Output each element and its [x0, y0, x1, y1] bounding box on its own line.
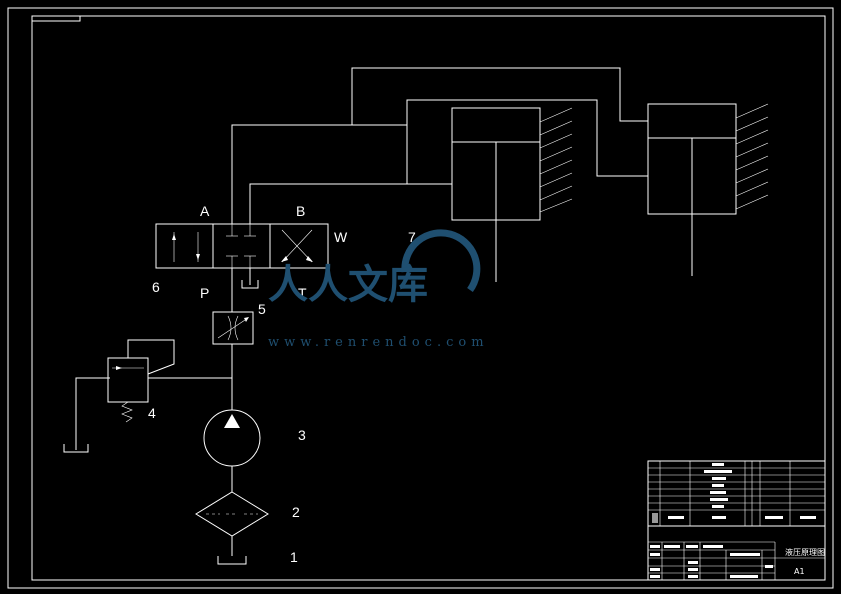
label-component-1: 1 [290, 549, 298, 565]
label-port-p: P [200, 285, 209, 301]
oil-filter [195, 491, 269, 556]
label-component-7: 7 [408, 229, 416, 245]
label-port-w: W [334, 229, 348, 245]
parts-list-entries [652, 463, 816, 523]
drawing-title: 液压原理图 [785, 547, 825, 557]
hydraulic-cylinder-left [451, 107, 573, 282]
label-port-a: A [200, 203, 210, 219]
title-block: 液压原理图 A1 [647, 460, 826, 581]
fixed-mount-hatching-left [539, 107, 573, 213]
drawing-frame [7, 7, 834, 589]
watermark: 人人文库 www.renrendoc.com [268, 229, 489, 350]
label-port-b: B [296, 203, 305, 219]
fixed-mount-hatching-right [735, 103, 769, 214]
throttle-valve [212, 311, 254, 345]
watermark-text: 人人文库 [268, 262, 428, 308]
watermark-logo-ring [401, 229, 481, 293]
title-block-cell-marks [650, 545, 773, 578]
sheet-size: A1 [794, 567, 805, 576]
label-component-4: 4 [148, 405, 156, 421]
label-component-5: 5 [258, 301, 266, 317]
hydraulic-pump [203, 409, 261, 467]
label-component-2: 2 [292, 504, 300, 520]
label-component-6: 6 [152, 279, 160, 295]
tank-symbol-relief [63, 444, 89, 453]
component-numbers: 1 2 3 4 5 6 7 [148, 229, 416, 565]
directional-control-valve [155, 223, 329, 269]
pipe-lines [75, 67, 648, 492]
relief-valve [107, 357, 149, 423]
watermark-url: www.renrendoc.com [268, 335, 489, 350]
port-labels: A B P T W [200, 203, 348, 301]
label-port-t: T [298, 285, 307, 301]
hydraulic-cylinder-right [647, 103, 769, 276]
label-component-3: 3 [298, 427, 306, 443]
reservoir-tank [217, 556, 247, 565]
